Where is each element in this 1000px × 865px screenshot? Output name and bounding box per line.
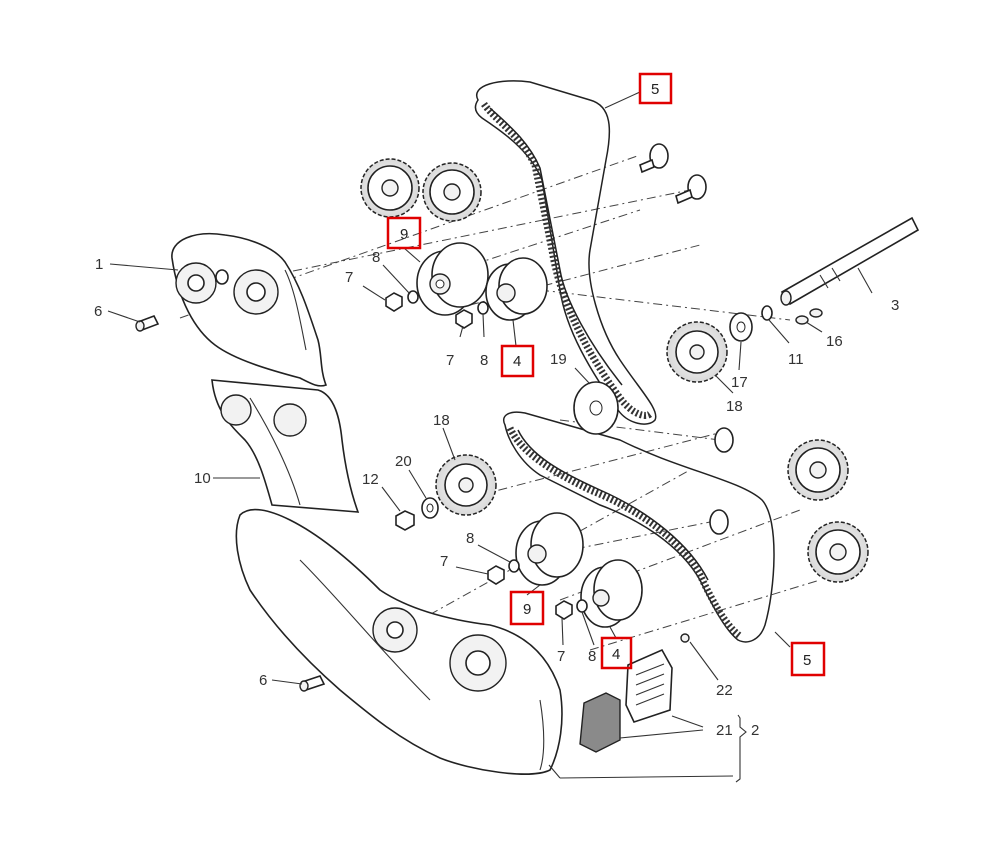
label-12: 12 bbox=[362, 471, 379, 488]
highlight-5-upper[interactable]: 5 bbox=[638, 72, 673, 105]
bolt-upper-right-b bbox=[675, 174, 707, 205]
pads-21 bbox=[579, 648, 673, 753]
washer-20 bbox=[421, 497, 439, 519]
highlight-4-upper[interactable]: 4 bbox=[500, 344, 535, 378]
belt-cover-1 bbox=[171, 233, 328, 387]
nut-7-lower-a bbox=[487, 565, 505, 585]
nut-7-upper-a bbox=[385, 292, 403, 312]
label-5-upper: 5 bbox=[651, 81, 659, 98]
keys-16 bbox=[795, 308, 823, 325]
label-19: 19 bbox=[550, 351, 567, 368]
label-7-upper-a: 7 bbox=[345, 269, 353, 286]
idler-pulley-4-lower bbox=[580, 559, 643, 628]
label-18-lower: 18 bbox=[433, 412, 450, 429]
label-2: 2 bbox=[751, 722, 759, 739]
label-8-lower-b: 8 bbox=[588, 648, 596, 665]
bolt-lower-right-a bbox=[714, 427, 734, 453]
washer-19 bbox=[573, 381, 619, 435]
label-7-upper-b: 7 bbox=[446, 352, 454, 369]
washer-17 bbox=[729, 312, 753, 342]
shaft-3 bbox=[780, 216, 920, 306]
timing-belt-lower bbox=[503, 411, 775, 643]
highlight-9-lower[interactable]: 9 bbox=[509, 590, 545, 626]
camshaft-pulley-right-b bbox=[807, 521, 869, 583]
label-9-lower: 9 bbox=[523, 601, 531, 618]
nut-12 bbox=[395, 510, 415, 531]
gear-18-upper bbox=[666, 321, 728, 383]
label-22: 22 bbox=[716, 682, 733, 699]
circlip-11 bbox=[761, 305, 773, 321]
label-6-upper: 6 bbox=[94, 303, 102, 320]
label-18-upper: 18 bbox=[726, 398, 743, 415]
label-7-lower-a: 7 bbox=[440, 553, 448, 570]
gear-18-lower bbox=[435, 454, 497, 516]
label-4-lower: 4 bbox=[612, 646, 620, 663]
screw-22 bbox=[680, 633, 690, 643]
camshaft-pulley-right-a bbox=[787, 439, 849, 501]
timing-belt-upper bbox=[474, 80, 657, 425]
label-8-lower-a: 8 bbox=[466, 530, 474, 547]
bolt-lower-right-b bbox=[709, 509, 729, 535]
idler-pulley-4-upper bbox=[485, 257, 548, 321]
nut-7-lower-b bbox=[555, 600, 573, 620]
highlighted-part-labels: 5 9 4 9 4 5 bbox=[386, 72, 826, 677]
camshaft-pulley-upper-b bbox=[422, 162, 482, 222]
label-10: 10 bbox=[194, 470, 211, 487]
part-number-labels: 1 6 3 8 7 7 8 19 11 16 17 18 18 20 12 10… bbox=[94, 249, 899, 739]
label-20: 20 bbox=[395, 453, 412, 470]
camshaft-pulley-upper-a bbox=[360, 158, 420, 218]
label-5-lower: 5 bbox=[803, 652, 811, 669]
belt-cover-2 bbox=[235, 508, 563, 775]
label-4-upper: 4 bbox=[513, 353, 521, 370]
label-1: 1 bbox=[95, 256, 103, 273]
leader-lines bbox=[107, 91, 873, 783]
label-11: 11 bbox=[788, 351, 804, 368]
label-17: 17 bbox=[731, 374, 748, 391]
label-7-lower-b: 7 bbox=[557, 648, 565, 665]
bolt-6-lower bbox=[299, 675, 326, 692]
tensioner-pulley-9-upper bbox=[416, 242, 489, 316]
label-8-upper-b: 8 bbox=[480, 352, 488, 369]
label-3: 3 bbox=[891, 297, 899, 314]
highlight-5-lower[interactable]: 5 bbox=[790, 641, 826, 677]
belt-cover-10 bbox=[211, 379, 360, 513]
bolt-upper-right-a bbox=[639, 143, 669, 174]
label-21: 21 bbox=[716, 722, 733, 739]
nut-7-upper-b bbox=[455, 309, 473, 329]
label-8-upper-a: 8 bbox=[372, 249, 380, 266]
label-9-upper: 9 bbox=[400, 226, 408, 243]
label-16: 16 bbox=[826, 333, 843, 350]
highlight-4-lower[interactable]: 4 bbox=[600, 636, 633, 670]
highlight-9-upper[interactable]: 9 bbox=[386, 216, 422, 250]
label-6-lower: 6 bbox=[259, 672, 267, 689]
bolt-6-upper bbox=[135, 314, 160, 332]
tensioner-pulley-9-lower bbox=[515, 512, 584, 586]
